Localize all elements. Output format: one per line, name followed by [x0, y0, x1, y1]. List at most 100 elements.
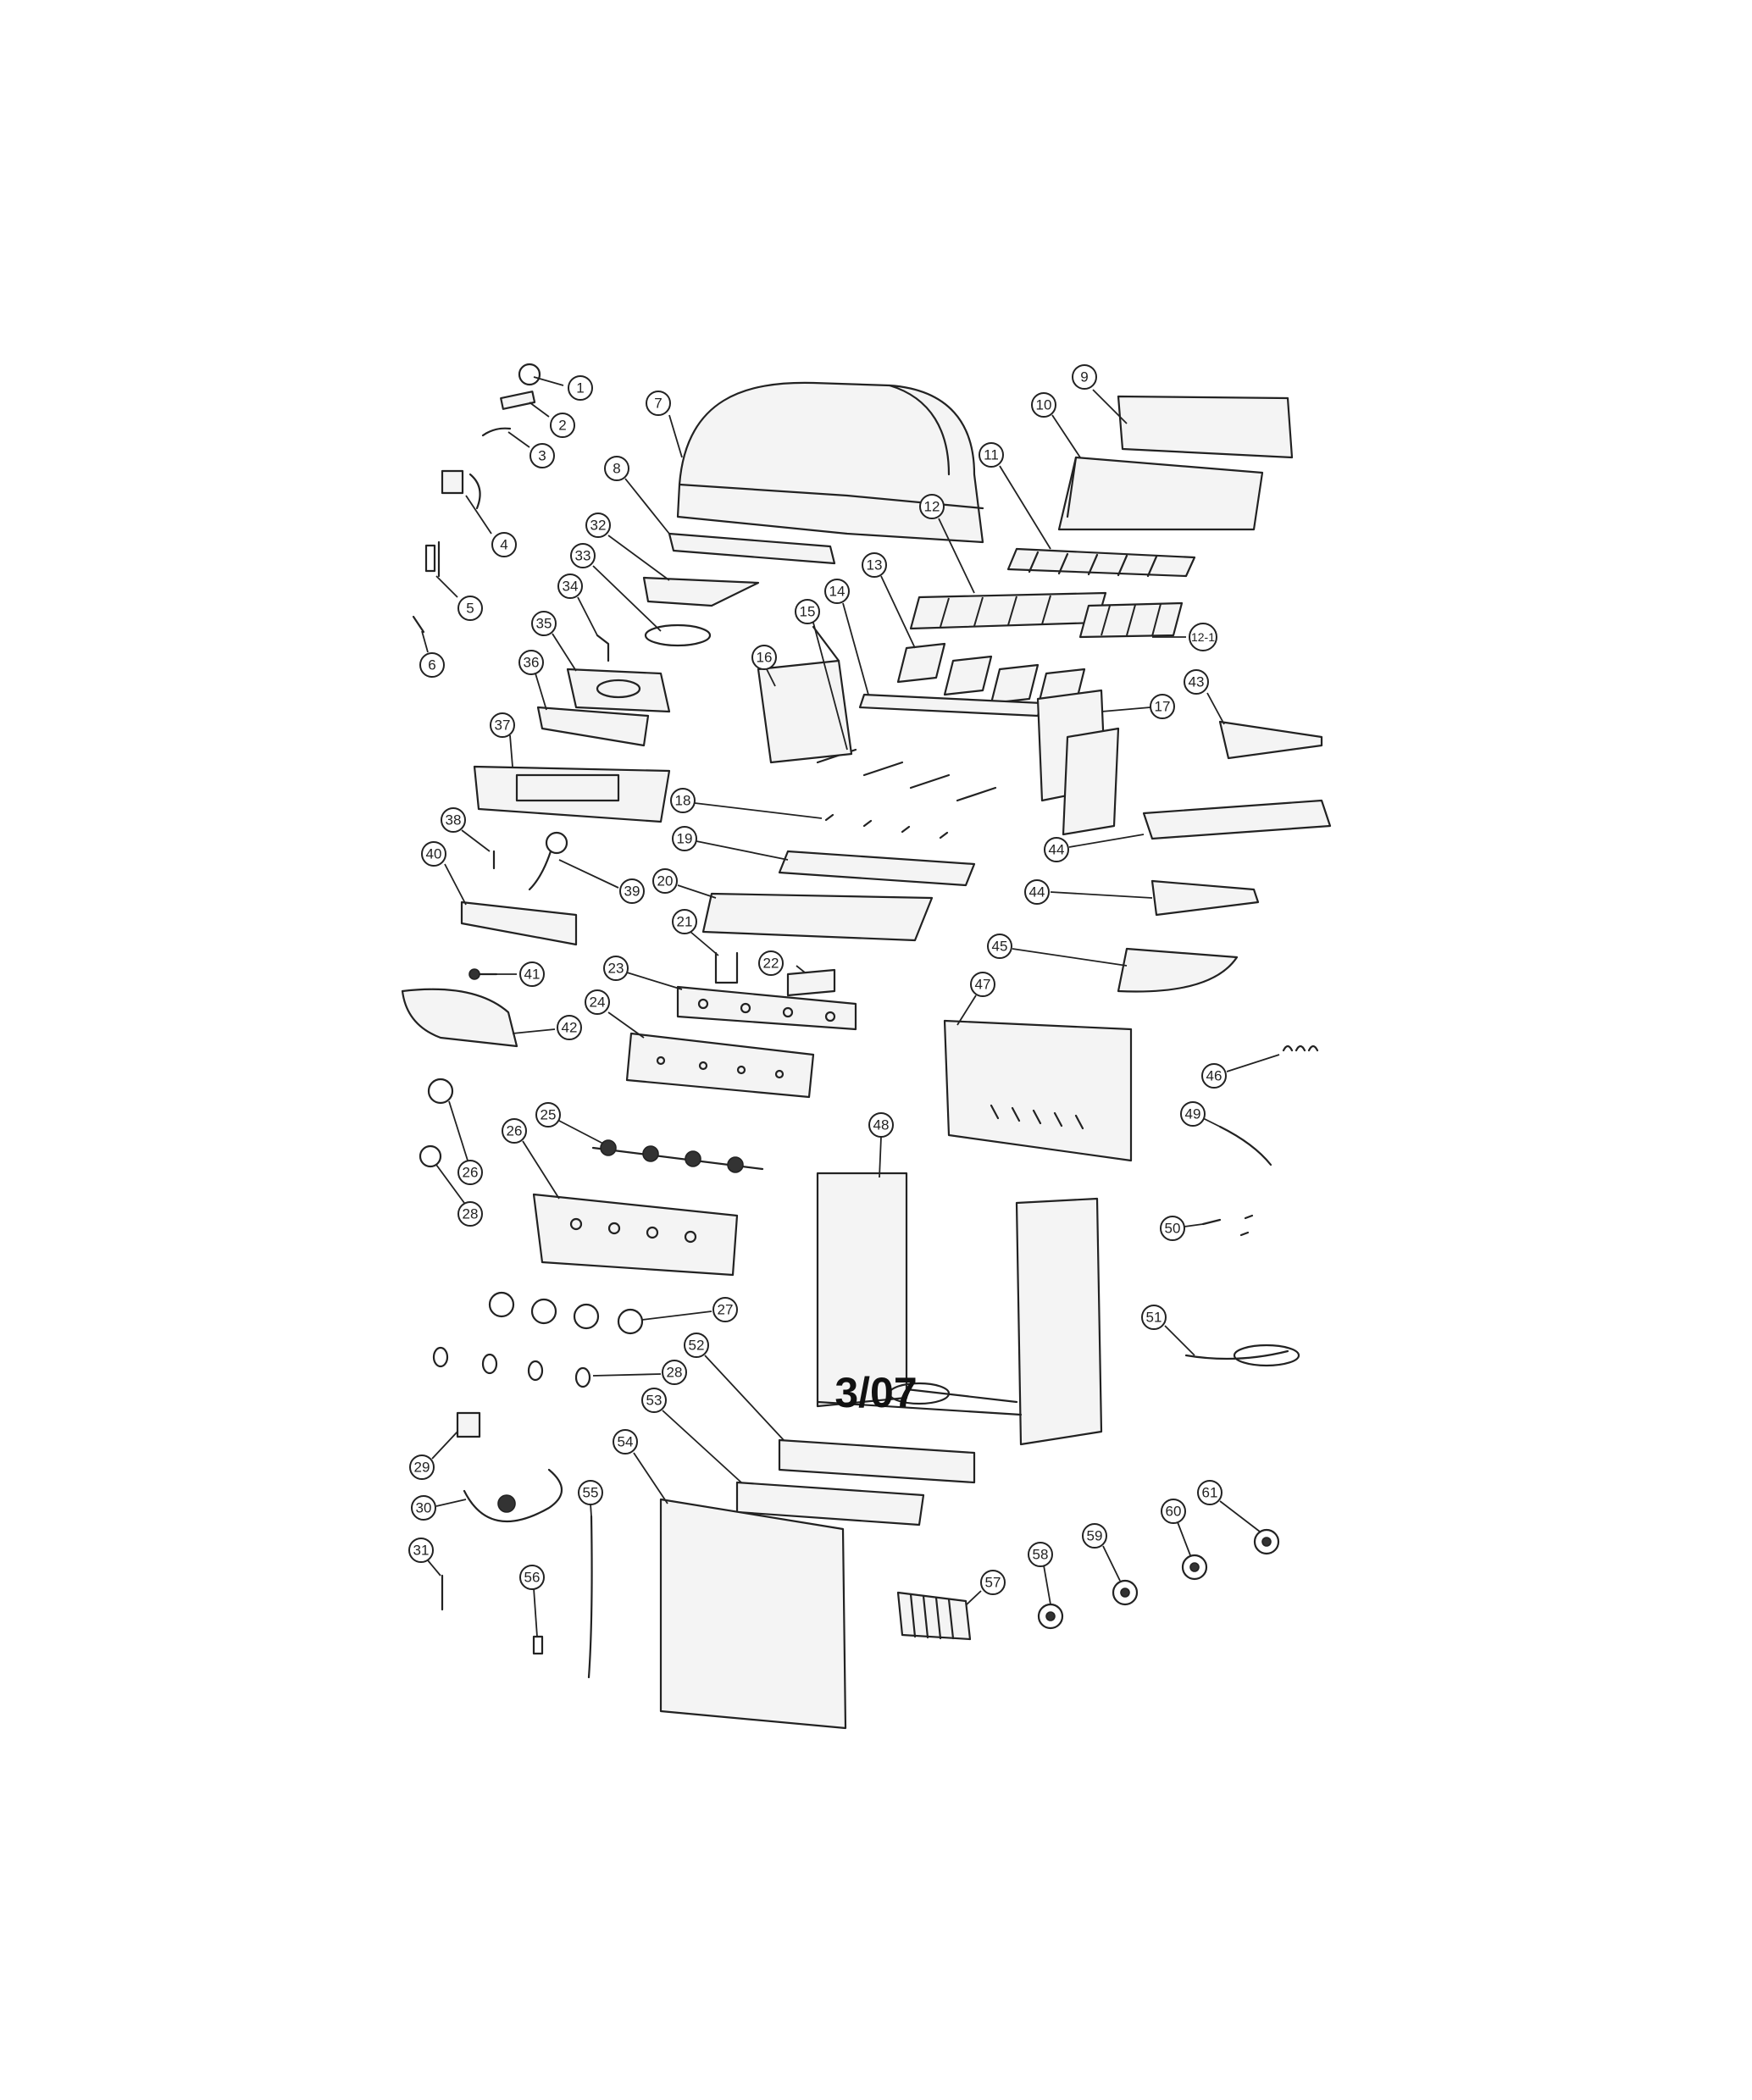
- callout-43-label: 43: [1189, 674, 1205, 690]
- callout-44-label: 44: [1049, 842, 1065, 858]
- callout-10-label: 10: [1036, 397, 1052, 413]
- part-53-rail: [778, 1438, 976, 1484]
- callout-30: 30: [411, 1495, 467, 1521]
- part-52-wire: [1184, 1344, 1300, 1367]
- callout-4: 4: [465, 495, 517, 557]
- part-29-regulator: [456, 1411, 481, 1438]
- callout-46-label: 45: [992, 939, 1008, 955]
- callout-17: 17: [1101, 694, 1175, 719]
- callout-34-label: 34: [563, 579, 579, 595]
- callout-5-label: 5: [466, 601, 474, 617]
- callout-26: 26: [502, 1118, 560, 1200]
- callout-1: 1: [533, 375, 593, 401]
- part-28-bezels: [419, 1144, 591, 1388]
- callout-13-label: 13: [867, 557, 883, 573]
- callout-40-label: 40: [426, 846, 442, 862]
- page-number: 3/07: [834, 1369, 918, 1416]
- part-57-clip: [532, 1635, 544, 1655]
- callout-60-label: 59: [1087, 1528, 1103, 1544]
- callout-34: 34: [557, 573, 598, 636]
- callout-45: 44: [1024, 879, 1153, 905]
- callout-35-label: 35: [536, 616, 552, 632]
- callout-42-label: 42: [562, 1020, 578, 1036]
- callout-62: 61: [1197, 1480, 1261, 1532]
- callout-29: 29: [409, 1431, 458, 1480]
- callout-39-label: 39: [624, 884, 640, 900]
- part-59-caster: [1037, 1603, 1064, 1630]
- callout-3: 3: [507, 431, 555, 468]
- callout-12-label: 12: [924, 499, 940, 515]
- part-27-control-knobs: [427, 1078, 644, 1335]
- part-16-left-firebox: [757, 625, 853, 764]
- part-58-basket: [896, 1591, 972, 1641]
- callout-53: 52: [684, 1333, 785, 1441]
- part-3-wire: [481, 427, 512, 437]
- part-43-shelf-bracket: [1218, 720, 1323, 760]
- part-2-igniter: [500, 391, 536, 410]
- callout-12: 12: [919, 494, 975, 594]
- callout-50: 49: [1180, 1101, 1221, 1128]
- callout-27b-label: 26: [463, 1165, 479, 1181]
- callout-7-label: 7: [654, 396, 662, 412]
- callout-23-label: 23: [608, 961, 624, 977]
- part-20-grease-tray: [701, 892, 934, 942]
- callout-18: 18: [670, 788, 823, 819]
- callout-61: 60: [1161, 1499, 1191, 1556]
- part-36-side-shelf-frame: [536, 706, 650, 747]
- part-56-hose: [587, 1515, 593, 1679]
- callout-8: 8: [604, 456, 670, 535]
- callout-33: 33: [570, 543, 662, 632]
- callout-35: 35: [531, 611, 577, 672]
- callout-14: 14: [824, 579, 869, 695]
- callout-6: 6: [419, 630, 445, 678]
- callout-57: 56: [519, 1565, 545, 1637]
- callout-36: 36: [518, 650, 547, 711]
- callout-1-label: 1: [576, 380, 584, 396]
- callout-23: 23: [603, 956, 683, 990]
- callout-48: 47: [956, 972, 995, 1026]
- callout-58-label: 57: [985, 1575, 1001, 1591]
- callout-5: 5: [435, 575, 483, 621]
- part-48-back-panel: [943, 1019, 1133, 1162]
- callout-27: 27: [641, 1297, 738, 1322]
- callout-19: 19: [672, 826, 789, 861]
- part-51-screws: [1201, 1214, 1254, 1237]
- callout-24: 24: [585, 989, 645, 1039]
- callout-47: 46: [1201, 1054, 1280, 1089]
- part-22-grease-cup: [786, 968, 836, 997]
- callout-39: 39: [558, 859, 645, 904]
- callout-52: 51: [1141, 1305, 1195, 1356]
- callout-38: 38: [441, 807, 491, 852]
- callout-13: 13: [862, 552, 916, 649]
- part-12-1-cooking-grate: [1078, 601, 1184, 639]
- callout-6-label: 6: [428, 657, 435, 673]
- callout-20: 20: [652, 868, 717, 899]
- callout-44: 44: [1044, 834, 1145, 862]
- callout-8-label: 8: [613, 461, 620, 477]
- callout-54: 53: [641, 1388, 742, 1483]
- part-6-pin: [412, 615, 425, 634]
- callout-29-label: 29: [414, 1460, 430, 1476]
- part-25-valve-manifold: [591, 1139, 764, 1173]
- callout-12-1: 12-1: [1152, 623, 1217, 651]
- callout-54-label: 53: [646, 1393, 663, 1409]
- callout-15-label: 15: [800, 604, 816, 620]
- part-32-side-burner-lid: [642, 576, 760, 607]
- callout-59: 58: [1028, 1542, 1053, 1605]
- part-17-right-firebox: [1036, 689, 1120, 836]
- callout-22: 22: [758, 950, 806, 976]
- callout-38-label: 38: [446, 812, 462, 828]
- callout-2: 2: [529, 402, 575, 438]
- callout-55: 54: [613, 1429, 668, 1504]
- part-61-caster-locking: [1181, 1554, 1208, 1581]
- part-42-side-shelf-left: [401, 988, 518, 1048]
- part-1-igniter-button: [518, 363, 541, 386]
- part-44-side-shelf-right: [1142, 799, 1332, 840]
- callout-32: 32: [585, 513, 670, 581]
- callout-49-label: 48: [873, 1117, 890, 1133]
- part-5-brackets: [424, 540, 441, 578]
- part-33-side-burner-grate: [644, 623, 712, 647]
- part-40-side-panel: [460, 900, 578, 946]
- callout-27-b: 26: [448, 1100, 483, 1185]
- part-7-lid: [676, 381, 984, 544]
